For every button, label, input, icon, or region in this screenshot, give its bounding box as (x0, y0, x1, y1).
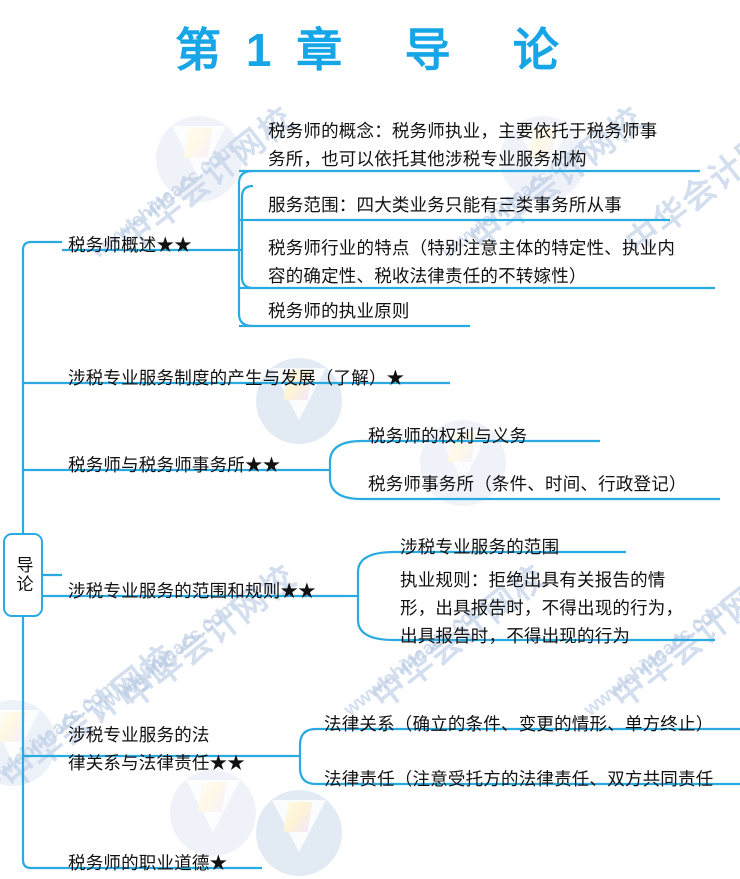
branch-label-1[interactable]: 税务师概述★★ (68, 235, 192, 255)
node-text-b5-c1[interactable]: 法律关系（确立的条件、变更的情形、单方终止） (324, 714, 714, 734)
root-node-label: 导论 (13, 556, 33, 594)
branch-label-5[interactable]: 涉税专业服务的法 律关系与法律责任★★ (68, 725, 245, 773)
mindmap-root-node[interactable]: 导论 (3, 533, 43, 617)
node-text-b5-c2[interactable]: 法律责任（注意受托方的法律责任、双方共同责任 (324, 769, 714, 789)
branch-label-6[interactable]: 税务师的职业道德★ (68, 853, 228, 873)
branch-label-4[interactable]: 涉税专业服务的范围和规则★★ (68, 581, 316, 601)
node-text-b3-c2[interactable]: 税务师事务所（条件、时间、行政登记） (368, 474, 687, 494)
node-text-b3-c1[interactable]: 税务师的权利与义务 (368, 426, 528, 446)
node-text-b1-c3[interactable]: 税务师行业的特点（特别注意主体的特定性、执业内 容的确定性、税收法律责任的不转嫁… (268, 238, 676, 286)
branch-label-2[interactable]: 涉税专业服务制度的产生与发展（了解）★ (68, 368, 405, 388)
node-text-b1-c2[interactable]: 服务范围：四大类业务只能有三类事务所从事 (268, 195, 622, 215)
node-text-b1-c4[interactable]: 税务师的执业原则 (268, 301, 410, 321)
branch-label-3[interactable]: 税务师与税务师事务所★★ (68, 455, 281, 475)
node-text-b1-c1[interactable]: 税务师的概念：税务师执业，主要依托于税务师事 务所，也可以依托其他涉税专业服务机… (268, 121, 658, 169)
page-title: 第 1 章 导 论 (175, 24, 565, 76)
node-text-b4-c1[interactable]: 涉税专业服务的范围 (400, 537, 560, 557)
node-text-b4-c2[interactable]: 执业规则：拒绝出具有关报告的情 形，出具报告时，不得出现的行为， 出具报告时，不… (400, 570, 684, 646)
